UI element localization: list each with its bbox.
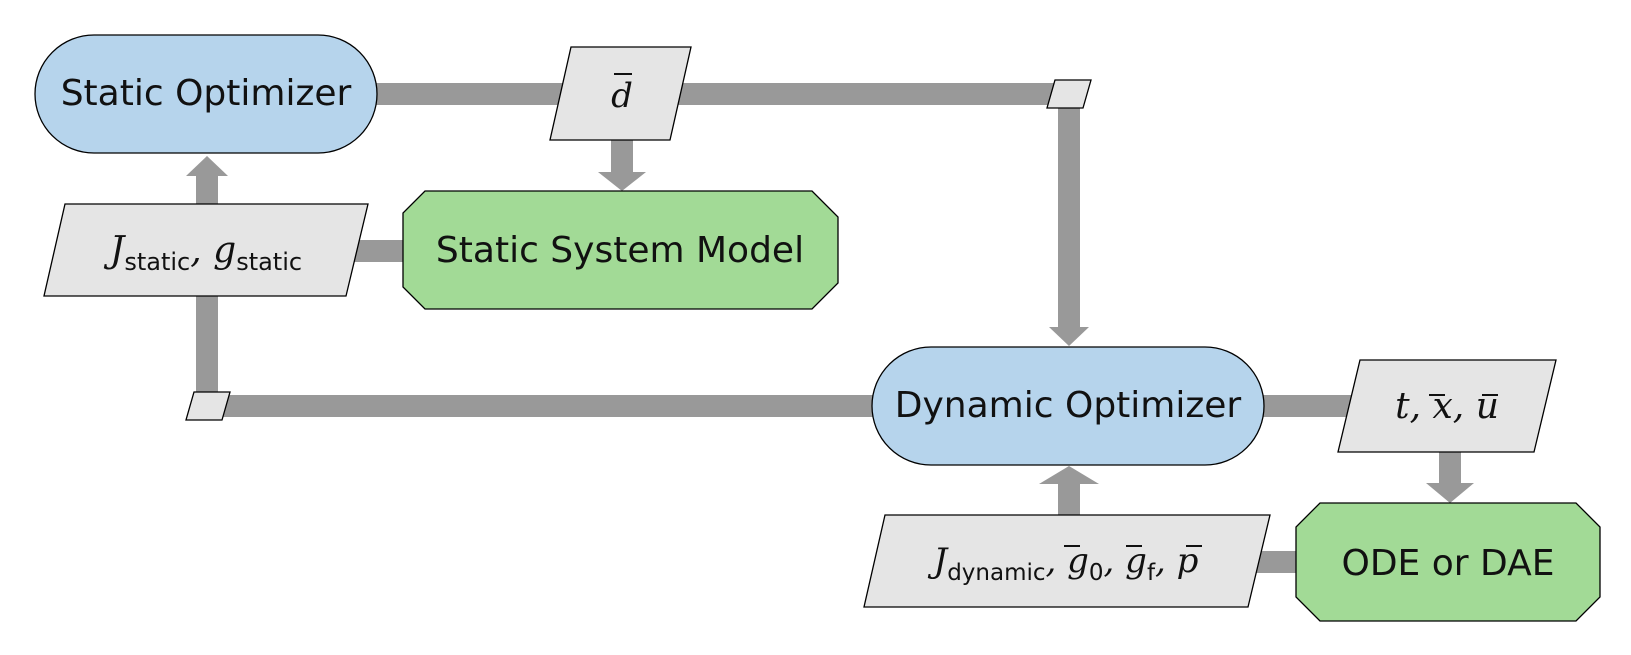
ode-or-dae-label: ODE or DAE	[1342, 543, 1555, 584]
trajectory-node: t, x, u	[1337, 359, 1557, 453]
connector-trajectory-to-ode	[1439, 450, 1461, 485]
static-optimizer-label: Static Optimizer	[61, 73, 352, 114]
trajectory-shape	[1337, 359, 1557, 453]
dbar-shape	[549, 46, 692, 141]
static-optimizer-shape	[34, 34, 378, 154]
connector-jstatic-to-static-model	[350, 240, 405, 262]
ode-or-dae-shape	[1295, 502, 1601, 622]
static-system-model-shape	[402, 190, 839, 310]
trajectory-sep-2: ,	[1453, 386, 1476, 427]
connector-dynamic-optimizer-to-trajectory	[1262, 395, 1359, 417]
dynamic-optimizer-node: Dynamic Optimizer	[871, 346, 1265, 466]
trajectory-sep-1: ,	[1410, 386, 1433, 427]
arrowhead-into-dynamic-optimizer	[1049, 327, 1089, 346]
connector-dbar-to-static-model	[611, 140, 633, 173]
static-objective-J-sub: static	[124, 248, 190, 276]
dynamic-objective-shape	[863, 514, 1271, 608]
static-system-model-label: Static System Model	[436, 230, 804, 271]
connector-dbar-to-junction-top	[675, 83, 1055, 105]
dynamic-objective-formula: Jdynamic, g0, gf, p	[928, 541, 1199, 586]
static-objective-node: Jstatic, gstatic	[43, 203, 369, 297]
trajectory-x: x	[1432, 386, 1452, 427]
dynamic-objective-sep-2: ,	[1104, 541, 1126, 581]
dynamic-objective-p: p	[1177, 541, 1199, 581]
arrowhead-into-static-model	[598, 172, 646, 191]
static-objective-sep: ,	[190, 230, 213, 271]
trajectory-t: t	[1395, 386, 1410, 427]
arrowhead-into-dynamic-optimizer-bottom	[1039, 466, 1099, 484]
junction-top	[1046, 79, 1092, 109]
connector-junction-bottom-to-jstatic	[196, 295, 218, 393]
junction-bottom	[185, 391, 231, 421]
trajectory-formula: t, x, u	[1395, 386, 1499, 427]
dynamic-objective-sep-1: ,	[1046, 541, 1068, 581]
connector-static-optimizer-to-dbar	[375, 83, 565, 105]
dynamic-optimizer-shape	[871, 346, 1265, 466]
dynamic-objective-g0-sub: 0	[1089, 560, 1104, 586]
dynamic-objective-J-sub: dynamic	[947, 560, 1045, 586]
connectors	[186, 83, 1474, 573]
dynamic-optimizer-label: Dynamic Optimizer	[895, 385, 1242, 426]
connector-junction-top-to-dynamic-optimizer	[1058, 104, 1080, 329]
dynamic-objective-node: Jdynamic, g0, gf, p	[863, 514, 1271, 608]
arrowhead-into-static-optimizer	[186, 156, 228, 176]
connector-dynamic-optimizer-to-junction-bottom	[223, 395, 875, 417]
dynamic-objective-J: J	[928, 541, 950, 581]
static-objective-shape	[43, 203, 369, 297]
connector-jdynamic-to-ode	[1256, 551, 1298, 573]
dbar-symbol: d	[611, 76, 633, 116]
connector-jstatic-to-static-optimizer	[196, 174, 218, 206]
static-optimizer-node: Static Optimizer	[34, 34, 378, 154]
static-system-model-node: Static System Model	[402, 190, 839, 310]
dynamic-objective-gf-sub: f	[1147, 560, 1156, 586]
ode-or-dae-node: ODE or DAE	[1295, 502, 1601, 622]
dynamic-objective-g0: g	[1067, 541, 1089, 581]
arrowhead-into-ode	[1426, 483, 1474, 503]
dynamic-objective-sep-3: ,	[1155, 541, 1177, 581]
trajectory-u: u	[1476, 386, 1499, 427]
static-objective-g: g	[213, 230, 236, 271]
static-objective-g-sub: static	[236, 248, 302, 276]
connector-jdynamic-to-dynamic-optimizer	[1058, 482, 1080, 518]
dynamic-objective-gf: g	[1125, 541, 1147, 581]
dbar-node: d	[549, 46, 692, 141]
